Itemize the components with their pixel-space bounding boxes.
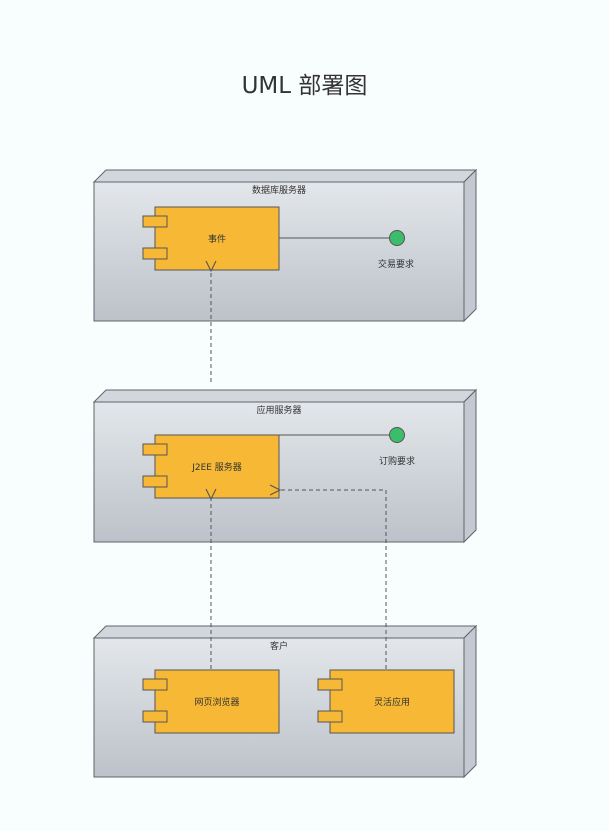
node-side-face	[463, 388, 477, 544]
component-body	[329, 669, 455, 734]
component-label: 事件	[208, 233, 226, 245]
component-body	[154, 669, 280, 734]
component-j2ee-server[interactable]: J2EE 服务器	[142, 434, 280, 499]
node-label: 数据库服务器	[252, 184, 306, 196]
component-label: 灵活应用	[374, 696, 410, 708]
node-label: 客户	[270, 640, 288, 652]
dependency-arrow-flex-to-j2ee	[280, 490, 387, 669]
node-top-face	[92, 389, 478, 403]
component-web-browser[interactable]: 网页浏览器	[142, 669, 280, 734]
component-label: 网页浏览器	[194, 696, 239, 708]
interface-lollipop-icon[interactable]	[389, 427, 405, 443]
component-event[interactable]: 事件	[142, 206, 280, 271]
node-side-face	[463, 624, 477, 779]
node-top-face	[92, 625, 478, 639]
component-tab-bottom	[142, 247, 168, 260]
component-tab-top	[142, 215, 168, 228]
interface-lollipop-icon[interactable]	[389, 230, 405, 246]
component-tab-top	[142, 678, 168, 691]
component-body	[154, 434, 280, 499]
node-side-face	[463, 168, 477, 323]
node-database-server[interactable]: 数据库服务器 事件 交易要求	[92, 168, 478, 323]
node-label: 应用服务器	[256, 404, 301, 416]
component-tab-bottom	[317, 710, 343, 723]
node-client[interactable]: 客户 网页浏览器 灵活应用	[92, 624, 478, 779]
interface-label: 交易要求	[378, 258, 414, 270]
component-flex-application[interactable]: 灵活应用	[317, 669, 455, 734]
component-tab-top	[142, 443, 168, 456]
component-label: J2EE 服务器	[191, 461, 242, 473]
component-tab-bottom	[142, 710, 168, 723]
component-body	[154, 206, 280, 271]
node-application-server[interactable]: 应用服务器 J2EE 服务器 订购要求	[92, 388, 478, 544]
interface-label: 订购要求	[379, 455, 415, 467]
component-tab-top	[317, 678, 343, 691]
node-top-face	[92, 169, 478, 183]
component-tab-bottom	[142, 475, 168, 488]
diagram-title: UML 部署图	[241, 73, 368, 99]
